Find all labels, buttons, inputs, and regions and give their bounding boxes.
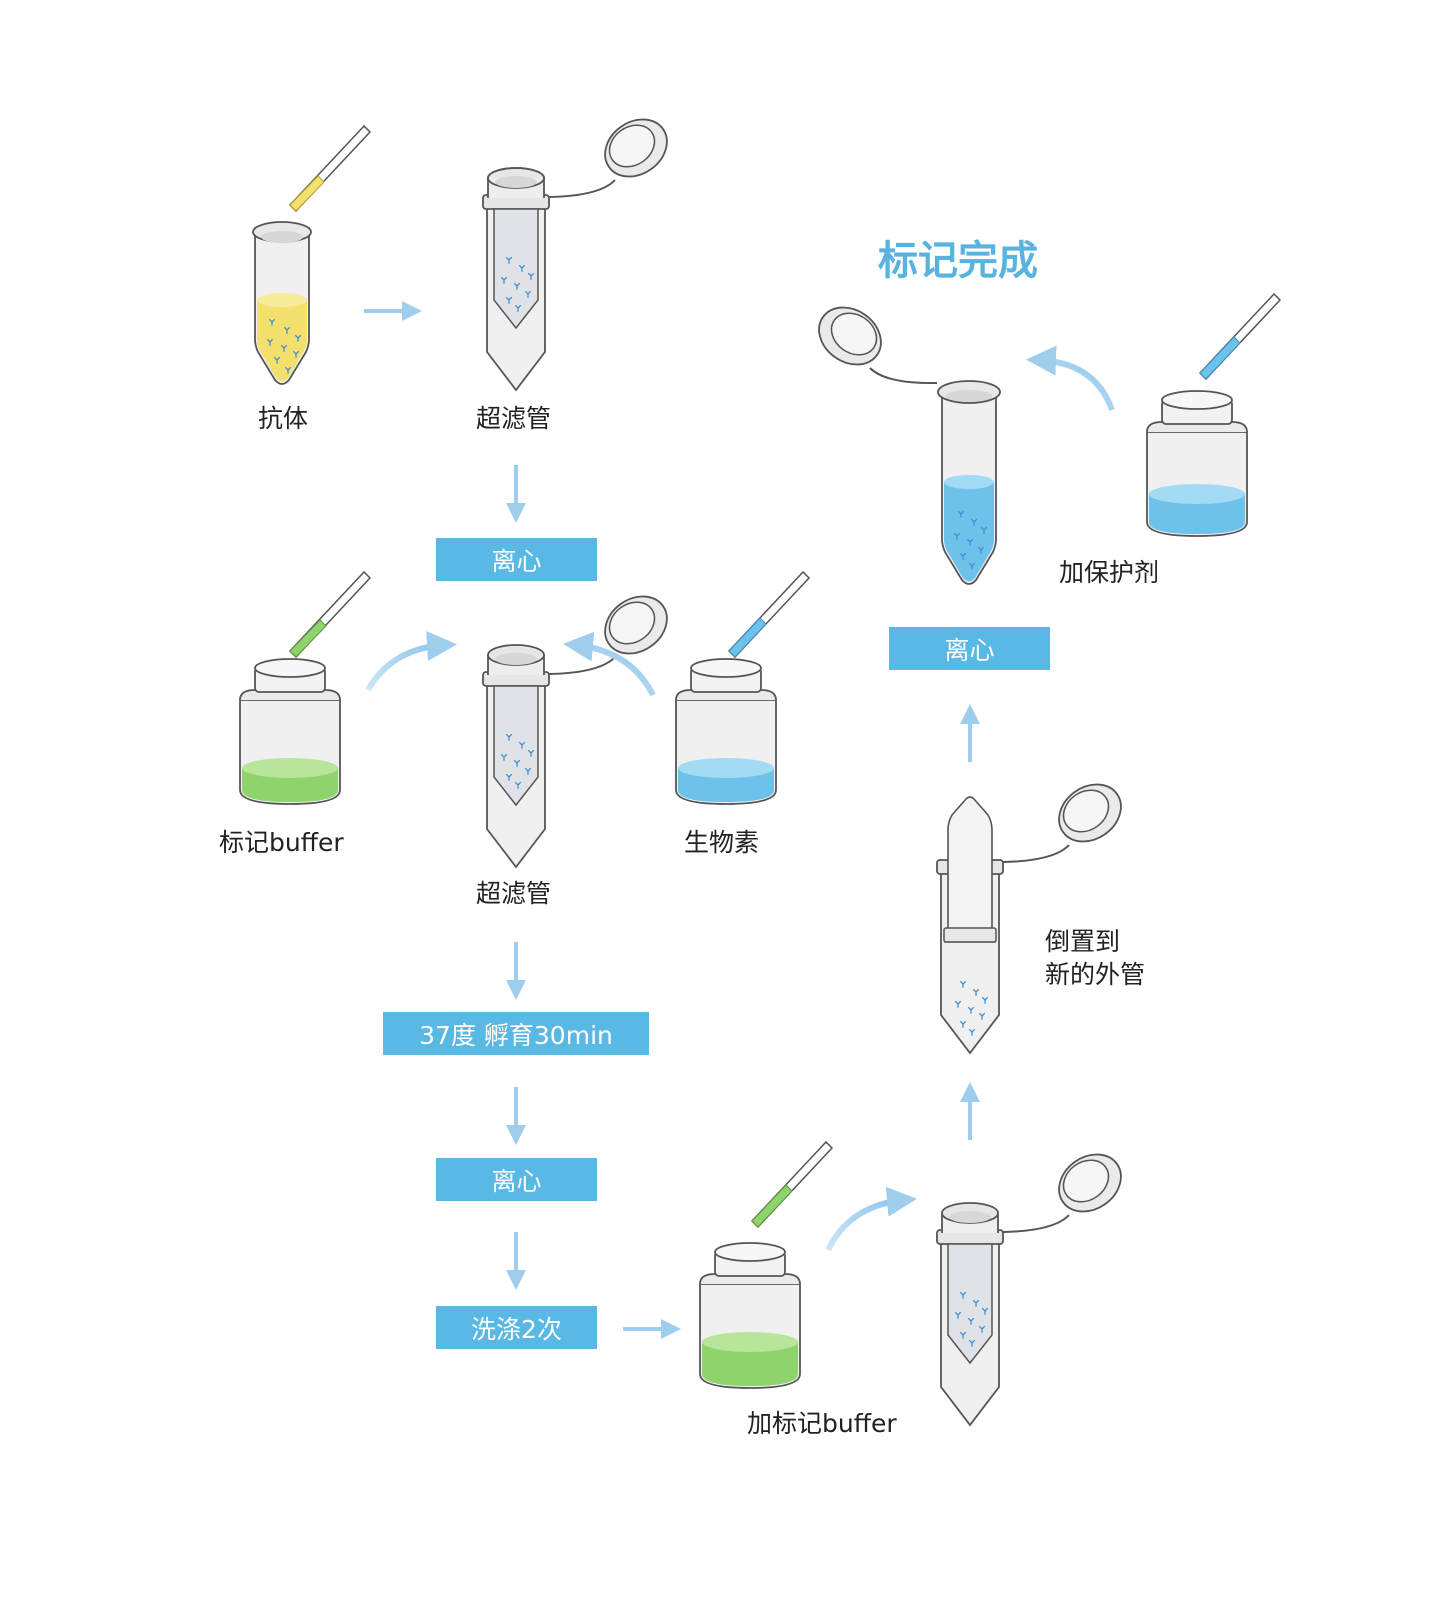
step-wash: 洗涤2次 bbox=[436, 1306, 597, 1349]
label-add-label-buffer: 加标记buffer bbox=[747, 1409, 897, 1438]
curved-arrow-bottom bbox=[825, 1186, 917, 1252]
protectant-bottle bbox=[1146, 292, 1282, 537]
label-invert-line2: 新的外管 bbox=[1045, 960, 1146, 989]
label-biotin: 生物素 bbox=[684, 828, 760, 857]
label-add-protectant: 加保护剂 bbox=[1059, 558, 1160, 587]
antibody-tube bbox=[252, 124, 372, 385]
ultrafilter-tube-2 bbox=[482, 595, 668, 869]
label-antibody: 抗体 bbox=[258, 404, 309, 433]
curved-arrow-protectant bbox=[1026, 345, 1115, 412]
label-label-buffer: 标记buffer bbox=[219, 828, 344, 857]
add-label-buffer-bottle bbox=[699, 1140, 834, 1389]
label-ultrafilter-1: 超滤管 bbox=[476, 404, 552, 433]
curved-arrow-buffer-to-tube bbox=[365, 631, 457, 692]
label-buffer-bottle bbox=[239, 570, 372, 805]
ultrafilter-tube-1 bbox=[482, 118, 668, 392]
inverted-tube bbox=[936, 783, 1122, 1055]
label-ultrafilter-2: 超滤管 bbox=[476, 879, 552, 908]
biotin-bottle bbox=[675, 570, 811, 805]
label-invert-line1: 倒置到 bbox=[1045, 927, 1121, 956]
step-centrifuge-1: 离心 bbox=[436, 538, 597, 581]
step-centrifuge-2: 离心 bbox=[436, 1158, 597, 1201]
step-centrifuge-3: 离心 bbox=[889, 627, 1050, 670]
curved-arrow-biotin-to-tube bbox=[563, 631, 656, 697]
yellow-pipette bbox=[288, 124, 372, 213]
step-incubate: 37度 孵育30min bbox=[383, 1012, 649, 1055]
final-labeled-tube bbox=[818, 306, 1001, 585]
diagram-title: 标记完成 bbox=[878, 238, 1038, 284]
ultrafilter-tube-3 bbox=[936, 1153, 1122, 1427]
